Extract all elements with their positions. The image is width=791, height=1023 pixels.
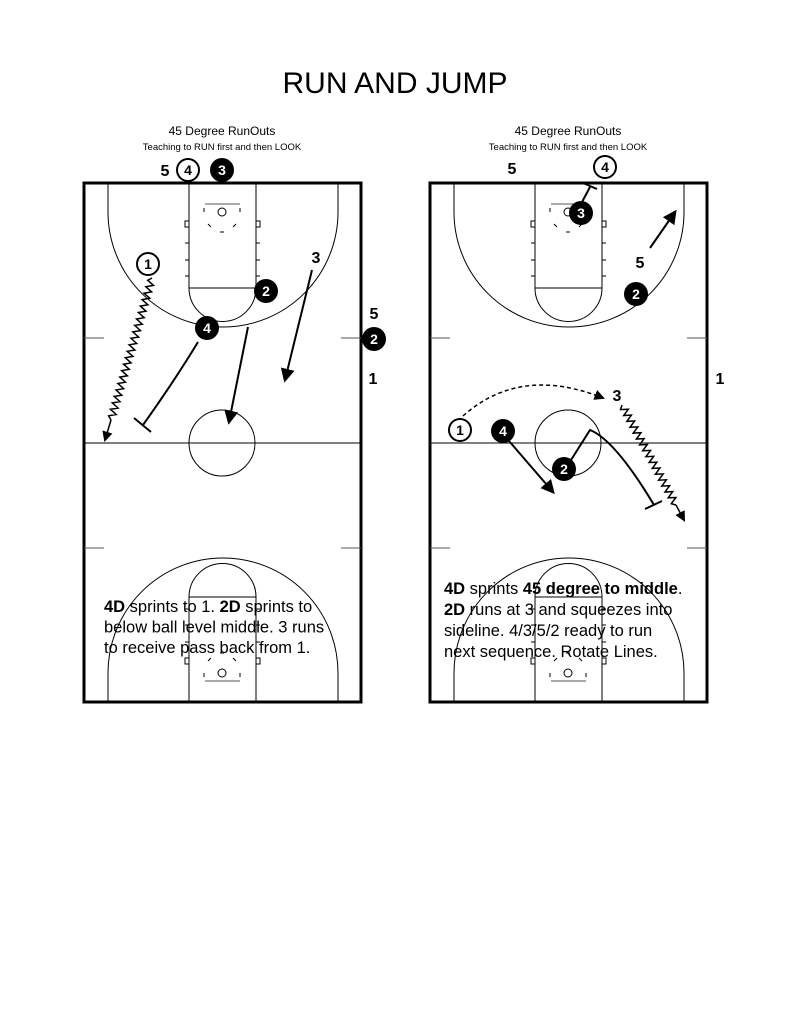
screen-bar bbox=[644, 500, 663, 510]
note-text: to receive pass back from 1. bbox=[104, 639, 310, 657]
player-open: 1 bbox=[448, 418, 472, 442]
player-label: 3 bbox=[613, 388, 622, 405]
svg-text:1: 1 bbox=[144, 256, 152, 272]
note-text: sideline. 4/3/5/2 ready to run bbox=[444, 622, 652, 640]
player-label: 1 bbox=[716, 371, 725, 388]
diagram-right: 45 Degree RunOuts Teaching to RUN first … bbox=[430, 124, 725, 702]
drill-note: 4D sprints to 1. 2D sprints to below ball… bbox=[104, 598, 324, 657]
cut-path-screen bbox=[142, 341, 199, 426]
screen-bar bbox=[133, 417, 152, 433]
diagram-left: 45 Degree RunOuts Teaching to RUN first … bbox=[84, 124, 386, 702]
dribble-path bbox=[619, 404, 678, 506]
svg-text:1: 1 bbox=[456, 422, 464, 438]
note-text: 45 degree to middle bbox=[523, 580, 678, 598]
cut-arrow bbox=[224, 326, 249, 425]
cut-path-screen bbox=[570, 428, 655, 506]
note-text: sprints to bbox=[241, 598, 313, 616]
player-label: 5 bbox=[636, 255, 645, 272]
svg-text:2: 2 bbox=[262, 283, 270, 299]
diagram-subheading: Teaching to RUN first and then LOOK bbox=[143, 142, 302, 153]
defender-filled: 2 bbox=[254, 279, 278, 303]
note-text: 4D bbox=[104, 598, 125, 616]
svg-text:2: 2 bbox=[560, 461, 568, 477]
pass-path bbox=[462, 384, 605, 417]
player-label: 5 bbox=[370, 306, 379, 323]
note-text: next sequence. Rotate Lines. bbox=[444, 643, 658, 661]
defender-filled: 3 bbox=[569, 201, 593, 225]
defender-filled: 2 bbox=[552, 457, 576, 481]
defender-filled: 2 bbox=[362, 327, 386, 351]
note-text: 2D bbox=[444, 601, 465, 619]
cut-arrow bbox=[280, 269, 313, 383]
note-text: runs at 3 and squeezes into bbox=[465, 601, 672, 619]
note-text: below ball level middle. 3 runs bbox=[104, 619, 324, 637]
cut-arrow bbox=[649, 209, 677, 249]
page-title: RUN AND JUMP bbox=[282, 67, 507, 100]
svg-text:4: 4 bbox=[499, 423, 507, 439]
player-label: 3 bbox=[312, 250, 321, 267]
svg-text:3: 3 bbox=[577, 205, 585, 221]
defender-filled: 2 bbox=[624, 282, 648, 306]
diagram-heading: 45 Degree RunOuts bbox=[515, 124, 622, 138]
note-text: . bbox=[678, 580, 683, 598]
svg-text:4: 4 bbox=[184, 162, 192, 178]
defender-filled: 4 bbox=[491, 419, 515, 443]
defender-filled: 4 bbox=[195, 316, 219, 340]
dribble-path bbox=[107, 277, 156, 421]
diagram-heading: 45 Degree RunOuts bbox=[169, 124, 276, 138]
svg-text:2: 2 bbox=[370, 331, 378, 347]
player-label: 1 bbox=[369, 371, 378, 388]
defender-filled: 3 bbox=[210, 158, 234, 182]
player-open: 1 bbox=[136, 252, 160, 276]
cut-arrow bbox=[508, 440, 555, 495]
svg-text:2: 2 bbox=[632, 286, 640, 302]
diagram-subheading: Teaching to RUN first and then LOOK bbox=[489, 142, 648, 153]
note-text: 2D bbox=[220, 598, 241, 616]
drill-note: 4D sprints 45 degree to middle. 2D runs a… bbox=[444, 580, 682, 661]
screen-bar bbox=[582, 182, 598, 190]
dribble-arrowhead bbox=[675, 504, 685, 522]
player-open: 4 bbox=[593, 155, 617, 179]
dribble-arrowhead bbox=[102, 419, 113, 443]
svg-text:3: 3 bbox=[218, 162, 226, 178]
player-label: 5 bbox=[161, 163, 170, 180]
svg-text:4: 4 bbox=[601, 159, 609, 175]
note-text: sprints to 1. bbox=[125, 598, 219, 616]
svg-text:4: 4 bbox=[203, 320, 211, 336]
player-open: 4 bbox=[176, 158, 200, 182]
note-text: sprints bbox=[465, 580, 523, 598]
note-text: 4D bbox=[444, 580, 465, 598]
player-label: 5 bbox=[508, 161, 517, 178]
